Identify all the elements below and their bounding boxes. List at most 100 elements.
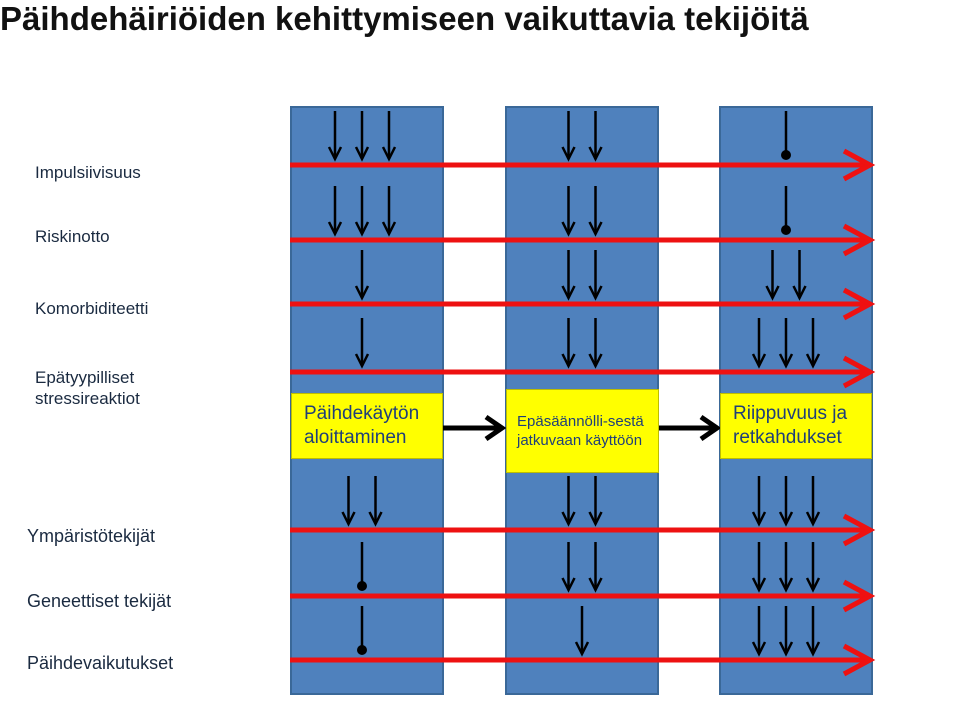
stage-box-aloittaminen: Päihdekäytön aloittaminen (291, 393, 443, 459)
influence-arrow-head (368, 511, 383, 527)
influence-arrow-r6-c2-1 (561, 542, 576, 593)
stage-flow-arrows (443, 414, 722, 442)
influence-arrow-head (778, 641, 794, 657)
influence-arrow-r1-c1-2 (354, 111, 370, 162)
influence-arrow-head (381, 146, 397, 162)
influence-arrow-head (588, 221, 603, 237)
stage-flow-arrow-1 (443, 414, 507, 442)
factor-label-impulsiivisuus: Impulsiivisuus (35, 163, 141, 182)
influence-arrow-r2-c1-3 (381, 186, 397, 237)
stage-box-riippuvuus: Riippuvuus ja retkahdukset (720, 393, 872, 459)
influence-arrow-r2-c1-2 (354, 186, 370, 237)
factor-label-stressireaktiot: Epätyypilliset stressireaktiot (35, 368, 140, 408)
factor-arrow-3 (290, 287, 876, 321)
factor-arrow-head (842, 287, 876, 321)
factor-label-komorbiditeetti: Komorbiditeetti (35, 299, 149, 318)
influence-arrow-head (354, 353, 370, 369)
influence-arrow-head (751, 511, 767, 527)
factor-arrow-head (842, 579, 876, 613)
influence-arrow-head (588, 146, 603, 162)
influence-arrow-head (751, 641, 767, 657)
factor-arrow-7 (290, 643, 876, 677)
influence-arrow-r6-c2-2 (588, 542, 603, 593)
influence-arrow-head (805, 511, 821, 527)
influence-arrow-r5-c3-3 (805, 476, 821, 527)
factor-arrow-head (842, 355, 876, 389)
factor-label-paihdevaikutukset: Päihdevaikutukset (27, 653, 174, 673)
influence-arrow-head (792, 285, 807, 301)
influence-arrow-head (751, 577, 767, 593)
factor-arrow-4 (290, 355, 876, 389)
influence-arrow-r1-c2-2 (588, 111, 603, 162)
influence-dot (781, 225, 791, 235)
influence-arrow-r7-c2-1 (574, 606, 590, 657)
influence-dot-r7-c1-1 (357, 606, 367, 655)
influence-arrow-r5-c3-2 (778, 476, 794, 527)
influence-arrow-r6-c3-1 (751, 542, 767, 593)
influence-arrow-r5-c2-2 (588, 476, 603, 527)
influence-arrow-r5-c1-2 (368, 476, 383, 527)
influence-dot (357, 645, 367, 655)
influence-arrow-r4-c3-1 (751, 318, 767, 369)
influence-arrow-head (381, 221, 397, 237)
influence-arrow-head (561, 577, 576, 593)
influence-arrow-head (778, 353, 794, 369)
influence-arrow-r5-c2-1 (561, 476, 576, 527)
influence-arrow-r1-c1-1 (327, 111, 343, 162)
stage-label-2: Epäsäännölli-sestä jatkuvaan käyttöön (517, 413, 644, 449)
influence-arrow-head (327, 221, 343, 237)
influence-arrow-head (805, 577, 821, 593)
influence-arrow-head (574, 641, 590, 657)
influence-arrow-head (588, 353, 603, 369)
factor-arrow-2 (290, 223, 876, 257)
influence-arrow-r7-c3-3 (805, 606, 821, 657)
influence-arrow-head (778, 577, 794, 593)
influence-arrow-head (354, 285, 370, 301)
flow-arrow-head (699, 414, 722, 442)
stage-flow-arrow-2 (659, 414, 722, 442)
influence-dot-r1-c3-1 (781, 111, 791, 160)
influence-arrow-head (354, 221, 370, 237)
influence-arrow-head (561, 146, 576, 162)
influence-arrow-head (751, 353, 767, 369)
factor-arrow-head (842, 223, 876, 257)
influence-arrow-r2-c2-2 (588, 186, 603, 237)
influence-arrow-r4-c3-2 (778, 318, 794, 369)
influence-arrow-r3-c3-2 (792, 250, 807, 301)
influence-arrow-head (805, 641, 821, 657)
stage-label-3: Riippuvuus ja retkahdukset (733, 403, 848, 448)
influence-arrow-head (805, 353, 821, 369)
influence-arrow-r4-c2-1 (561, 318, 576, 369)
influence-arrow-head (327, 146, 343, 162)
influence-arrow-r2-c1-1 (327, 186, 343, 237)
influence-arrow-head (588, 577, 603, 593)
influence-arrow-r1-c1-3 (381, 111, 397, 162)
influence-arrow-r6-c3-3 (805, 542, 821, 593)
influence-arrow-head (561, 221, 576, 237)
factor-label-riskinotto: Riskinotto (35, 227, 110, 246)
influence-dot (357, 581, 367, 591)
factor-arrow-head (842, 148, 876, 182)
factor-label-geneettiset: Geneettiset tekijät (27, 591, 172, 611)
flow-arrow-head (484, 414, 507, 442)
influence-dot (781, 150, 791, 160)
factor-label-ymparistotekijat: Ympäristötekijät (27, 526, 156, 546)
influence-dot-r2-c3-1 (781, 186, 791, 235)
influence-arrow-r3-c2-1 (561, 250, 576, 301)
influence-arrow-head (778, 511, 794, 527)
factor-arrow-1 (290, 148, 876, 182)
factor-arrow-5 (290, 513, 876, 547)
influence-arrow-r5-c3-1 (751, 476, 767, 527)
influence-arrow-head (561, 285, 576, 301)
influence-arrow-r7-c3-1 (751, 606, 767, 657)
influence-arrow-head (561, 511, 576, 527)
influence-arrow-r2-c2-1 (561, 186, 576, 237)
influence-markers (327, 111, 821, 657)
influence-dot-r6-c1-1 (357, 542, 367, 591)
stage-box-jatkuvaan-kayttoon: Epäsäännölli-sestä jatkuvaan käyttöön (506, 389, 659, 473)
influence-arrow-r6-c3-2 (778, 542, 794, 593)
factor-arrow-head (842, 513, 876, 547)
influence-arrow-r3-c3-1 (765, 250, 780, 301)
influence-arrow-head (561, 353, 576, 369)
